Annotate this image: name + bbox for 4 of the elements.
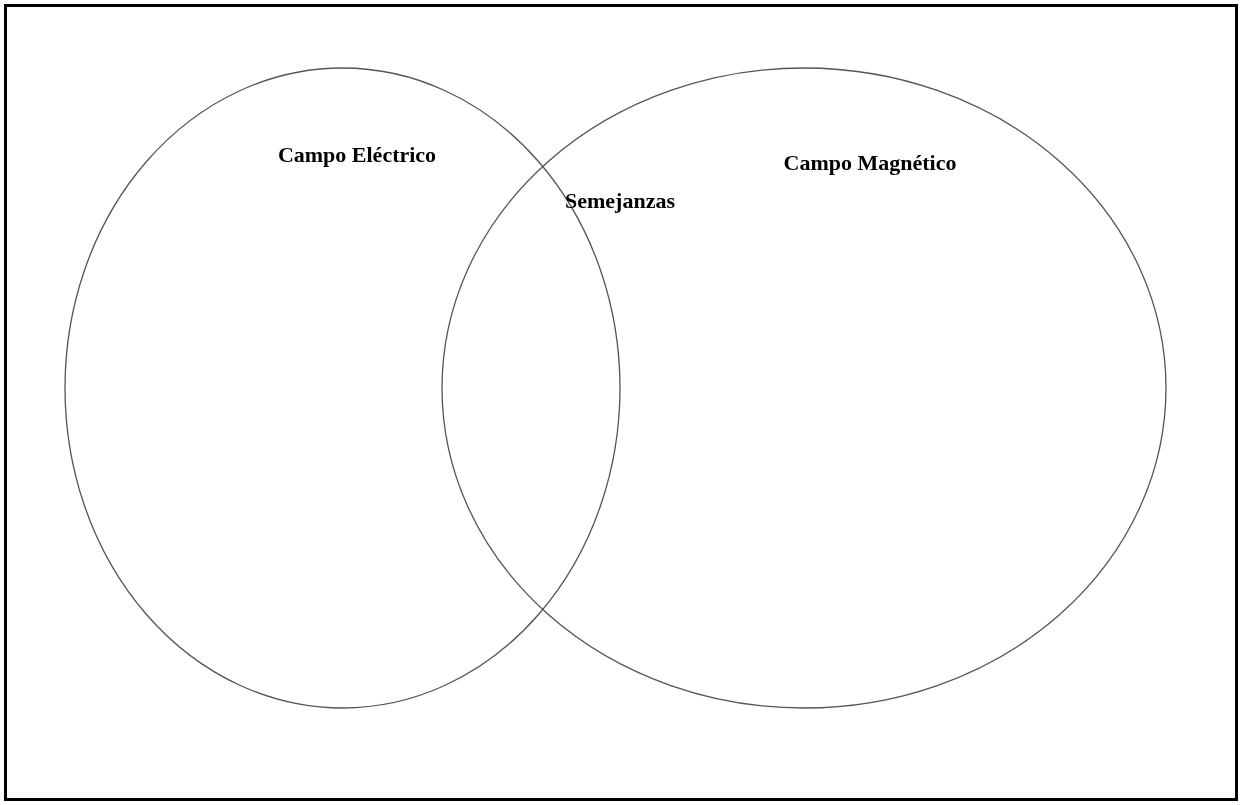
set-title: Campo Eléctrico [277,141,437,169]
set-title: Campo Magnético [783,149,957,177]
venn-ellipse [442,68,1166,708]
overlap-title: Semejanzas [565,187,675,215]
